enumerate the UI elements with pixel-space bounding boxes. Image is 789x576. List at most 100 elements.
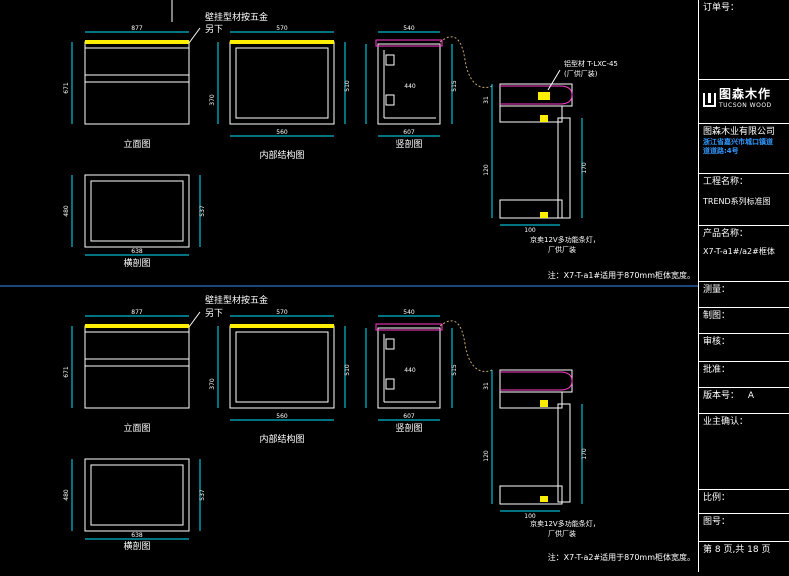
survey-cell: 测量：: [699, 282, 789, 308]
dim-638: 638: [131, 248, 143, 255]
cad-canvas: 877 671 立面图 壁挂型材按五金 另下 570 560 510 370 内…: [0, 0, 698, 562]
order-no-cell: 订单号：: [699, 0, 789, 80]
cad-drawing-area[interactable]: 877 671 立面图 壁挂型材按五金 另下 570 560 510 370 内…: [0, 0, 698, 572]
panel-note-a1: 注：X7-T-a1#适用于870mm柜体宽度。: [548, 270, 695, 280]
dim-560: 560: [276, 413, 288, 420]
hardware-note: 壁挂型材按五金: [205, 11, 268, 23]
brand-logo: 图森木作 TUCSON WOOD: [703, 87, 785, 111]
approved-label: 批准：: [703, 365, 731, 375]
dim-877: 877: [131, 309, 143, 316]
dim-607: 607: [403, 129, 415, 136]
dim-510: 510: [344, 80, 351, 92]
light-note: 京卖12V多功能条灯，: [530, 235, 600, 244]
label-section-h: 横剖图: [123, 540, 150, 552]
dim-877: 877: [131, 25, 143, 32]
vertical-section-a2: 540 607 440 515 竖剖图: [365, 309, 493, 434]
dim-537: 537: [199, 205, 206, 217]
dim-560: 560: [276, 129, 288, 136]
elevation-view-a1: 877 671 立面图: [63, 25, 190, 150]
approved-cell: 批准：: [699, 362, 789, 388]
dim-540: 540: [403, 25, 415, 32]
product-label: 产品名称：: [703, 229, 749, 239]
version-label: 版本号：: [703, 391, 740, 401]
dim-638: 638: [131, 532, 143, 539]
hardware-note-2: 另下: [205, 24, 223, 35]
version-cell: 版本号： A: [699, 388, 789, 414]
dim-100: 100: [524, 227, 536, 234]
drawn-cell: 制图：: [699, 308, 789, 334]
light-note: 京卖12V多功能条灯，: [530, 519, 600, 528]
label-elevation: 立面图: [123, 422, 150, 434]
label-section-h: 横剖图: [123, 257, 150, 269]
drawn-label: 制图：: [703, 311, 731, 321]
label-internal: 内部结构图: [259, 149, 304, 161]
dim-480: 480: [63, 489, 70, 501]
brand-cn: 图森木作: [719, 87, 772, 101]
label-section-v: 竖剖图: [395, 422, 422, 434]
light-note-2: 厂供厂装: [548, 529, 576, 538]
project-value: TREND系列标准图: [703, 197, 771, 206]
elevation-view-a2: 877 671 立面图: [63, 309, 190, 434]
vertical-section-a1: 540 607 440 515 竖剖图: [365, 25, 493, 150]
dim-671: 671: [63, 366, 70, 378]
project-cell: 工程名称： TREND系列标准图: [699, 174, 789, 226]
horizontal-section-a2: 638 480 537 横剖图: [63, 458, 206, 552]
internal-view-a1: 570 560 510 370 内部结构图: [209, 25, 351, 161]
checked-cell: 审核：: [699, 334, 789, 362]
project-label: 工程名称：: [703, 177, 749, 187]
dim-370: 370: [209, 378, 216, 390]
dim-537: 537: [199, 489, 206, 501]
panel-note-a2: 注：X7-T-a2#适用于870mm柜体宽度。: [548, 552, 695, 562]
label-elevation: 立面图: [123, 138, 150, 150]
detail-view-a1: 铝型材 T-LXC-45 (厂供厂装) 京卖12V多功能条灯， 厂供厂装 31 …: [483, 59, 618, 254]
horizontal-section-a1: 638 480 537 横剖图: [63, 174, 206, 269]
dim-570: 570: [276, 25, 288, 32]
owner-label: 业主确认：: [703, 417, 749, 427]
profile-note: 铝型材 T-LXC-45: [564, 59, 618, 68]
dim-31: 31: [483, 96, 490, 104]
panel-a1: 877 671 立面图 壁挂型材按五金 另下 570 560 510 370 内…: [63, 11, 695, 280]
dim-370: 370: [209, 94, 216, 106]
profile-note-2: (厂供厂装): [564, 69, 598, 78]
label-internal: 内部结构图: [259, 433, 304, 445]
dim-120: 120: [483, 164, 490, 176]
hardware-note: 壁挂型材按五金: [205, 294, 268, 306]
product-value: X7-T-a1#/a2#框体: [703, 247, 775, 256]
dim-515: 515: [451, 80, 458, 92]
owner-cell: 业主确认：: [699, 414, 789, 490]
internal-view-a2: 570 560 510 370 内部结构图: [209, 309, 351, 445]
company-cell: 图森木业有限公司 浙江省嘉兴市城口镇道 道道路:4号: [699, 124, 789, 174]
company-name: 图森木业有限公司: [703, 127, 776, 137]
product-cell: 产品名称： X7-T-a1#/a2#框体: [699, 226, 789, 282]
dim-170: 170: [581, 162, 588, 174]
dim-120: 120: [483, 450, 490, 462]
dim-510: 510: [344, 364, 351, 376]
page-text: 第 8 页,共 18 页: [703, 545, 771, 555]
panel-a2: 877 671 立面图 壁挂型材按五金 另下 570 560 510 370 内…: [63, 294, 695, 562]
tucson-logo-icon: [703, 93, 716, 107]
dim-607: 607: [403, 413, 415, 420]
dim-671: 671: [63, 82, 70, 94]
dim-570: 570: [276, 309, 288, 316]
dim-100: 100: [524, 513, 536, 520]
dim-480: 480: [63, 205, 70, 217]
title-block: 订单号： 图森木作 TUCSON WOOD 图森木业有限公司 浙江省嘉兴市城口镇…: [698, 0, 789, 572]
dim-440: 440: [404, 367, 416, 374]
dim-170: 170: [581, 448, 588, 460]
logo-cell: 图森木作 TUCSON WOOD: [699, 80, 789, 124]
dim-440: 440: [404, 83, 416, 90]
brand-en: TUCSON WOOD: [719, 102, 772, 109]
version-value: A: [747, 391, 755, 401]
drawing-no-cell: 图号：: [699, 514, 789, 542]
order-no-label: 订单号：: [703, 3, 740, 13]
company-address-2: 道道路:4号: [703, 147, 739, 155]
checked-label: 审核：: [703, 337, 731, 347]
drawing-no-label: 图号：: [703, 517, 731, 527]
dim-540: 540: [403, 309, 415, 316]
scale-cell: 比例：: [699, 490, 789, 514]
dim-515: 515: [451, 364, 458, 376]
survey-label: 测量：: [703, 285, 731, 295]
hardware-note-2: 另下: [205, 308, 223, 319]
detail-view-a2: 京卖12V多功能条灯， 厂供厂装 31 120 170 100: [483, 369, 600, 538]
scale-label: 比例：: [703, 493, 731, 503]
